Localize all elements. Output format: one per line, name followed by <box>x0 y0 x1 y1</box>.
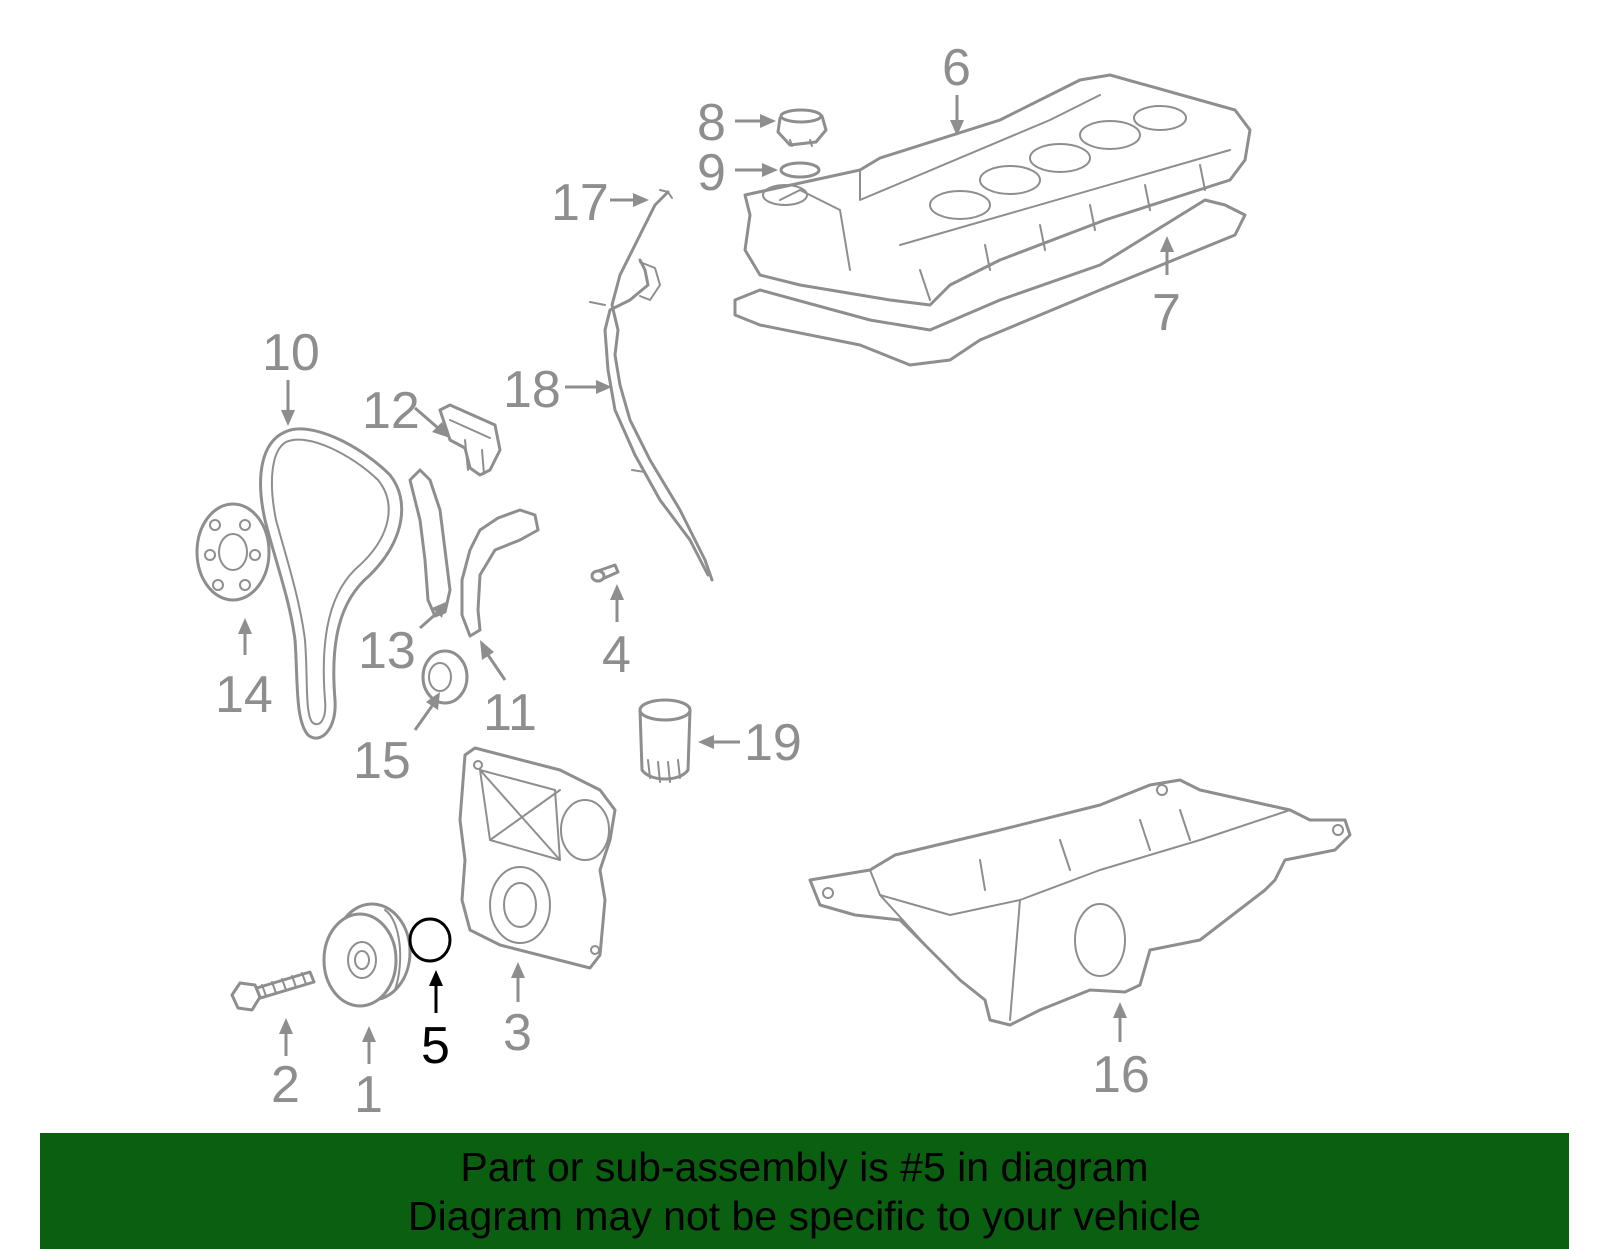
callout-12: 12 <box>362 382 420 440</box>
part-18-dipstick-tube[interactable] <box>589 258 710 577</box>
part-8-oil-filler-cap[interactable] <box>776 108 828 147</box>
callout-8: 8 <box>697 94 726 152</box>
part-3-timing-cover[interactable] <box>458 746 617 970</box>
callout-4: 4 <box>602 626 631 684</box>
callout-6: 6 <box>942 39 971 97</box>
part-14-sprocket[interactable] <box>195 502 271 602</box>
callout-14: 14 <box>215 666 273 724</box>
part-17-dipstick[interactable] <box>610 189 714 582</box>
callout-9: 9 <box>697 144 726 202</box>
part-9-o-ring[interactable] <box>779 161 821 179</box>
part-7-valve-cover-gasket[interactable] <box>733 198 1247 367</box>
callout-2: 2 <box>271 1056 300 1114</box>
callout-arrows <box>238 95 1174 1064</box>
part-19-oil-filter[interactable] <box>638 698 692 783</box>
exploded-parts-diagram: 6 7 8 9 17 18 10 12 13 14 11 15 4 19 3 5… <box>195 39 1352 1124</box>
part-12-bracket[interactable] <box>438 403 502 477</box>
callout-3: 3 <box>503 1004 532 1062</box>
part-5-front-seal[interactable] <box>408 917 452 963</box>
info-banner: Part or sub-assembly is #5 in diagram Di… <box>40 1133 1569 1249</box>
part-15-crank-sprocket[interactable] <box>421 649 469 705</box>
callout-19: 19 <box>744 714 802 772</box>
callout-labels: 6 7 8 9 17 18 10 12 13 14 11 15 4 19 3 5… <box>215 39 1181 1124</box>
callout-18: 18 <box>503 361 561 419</box>
banner-line-2: Diagram may not be specific to your vehi… <box>407 1193 1201 1239</box>
callout-10: 10 <box>262 324 320 382</box>
callout-11: 11 <box>483 684 537 742</box>
banner-line-1: Part or sub-assembly is #5 in diagram <box>460 1144 1149 1190</box>
callout-1: 1 <box>354 1066 383 1124</box>
callout-7: 7 <box>1152 284 1181 342</box>
part-16-oil-pan[interactable] <box>808 778 1352 1027</box>
part-6-valve-cover[interactable] <box>743 73 1252 307</box>
callout-16: 16 <box>1092 1046 1150 1104</box>
part-13-chain-guide[interactable] <box>408 468 452 618</box>
part-1-crank-pulley[interactable] <box>322 902 412 1008</box>
callout-17: 17 <box>551 174 609 232</box>
part-10-timing-chain[interactable] <box>259 427 404 740</box>
callout-5: 5 <box>421 1017 450 1075</box>
callout-13: 13 <box>358 622 416 680</box>
part-4-bolt[interactable] <box>590 563 620 583</box>
part-11-tensioner-arm[interactable] <box>460 508 540 638</box>
callout-arrow-5 <box>429 970 443 1013</box>
part-2-pulley-bolt[interactable] <box>230 970 316 1012</box>
callout-15: 15 <box>353 732 411 790</box>
